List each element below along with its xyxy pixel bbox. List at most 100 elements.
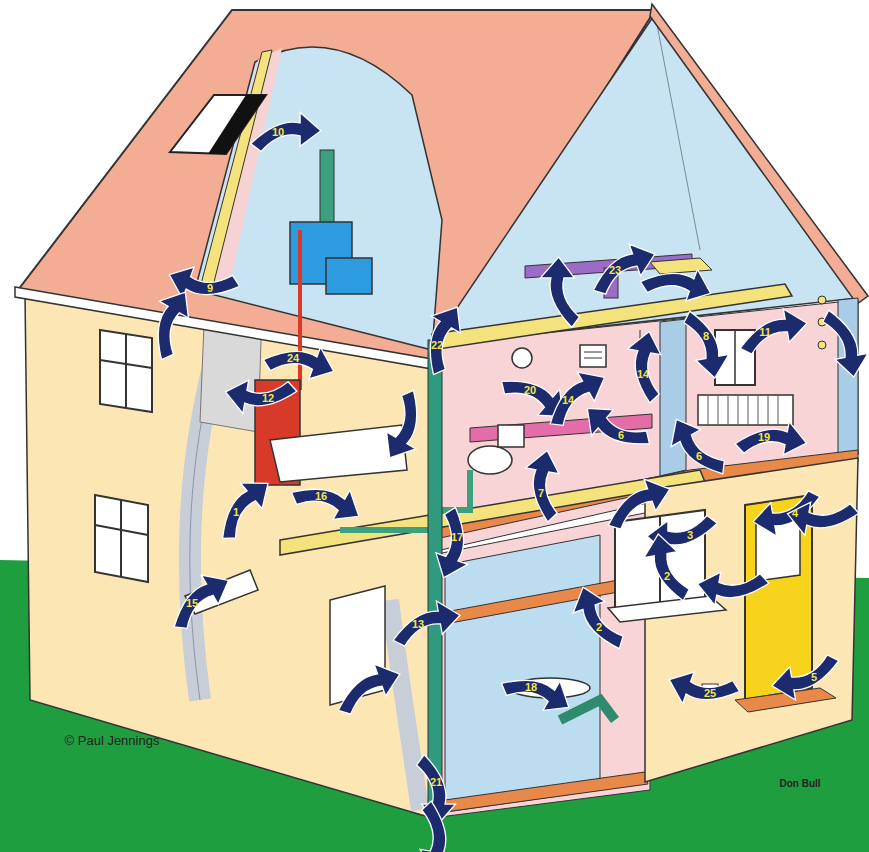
- callout-number: 11: [759, 326, 771, 338]
- leak-arrow: [541, 257, 580, 327]
- callout-number: 10: [272, 126, 284, 138]
- callout-number: 20: [524, 384, 536, 396]
- callout-number: 23: [609, 264, 621, 276]
- callout-number: 6: [618, 429, 624, 441]
- leak-arrow: [566, 580, 627, 659]
- callout-number: 6: [696, 450, 702, 462]
- callout-number: 3: [687, 529, 693, 541]
- cistern: [498, 425, 524, 447]
- leak-arrow: [682, 306, 733, 382]
- toilet: [468, 446, 512, 474]
- roof-edge: [650, 4, 868, 304]
- leak-arrow: [261, 330, 340, 391]
- leak-arrow: [203, 469, 282, 544]
- window-bar: [734, 330, 736, 385]
- credit-text: Don Bull: [779, 778, 820, 789]
- rafter-underside: [200, 48, 282, 292]
- partition: [660, 319, 686, 476]
- lamp: [818, 341, 826, 349]
- shelf: [445, 576, 640, 624]
- water-tank: [326, 258, 372, 294]
- front-wall: [25, 295, 432, 818]
- leak-arrow: [694, 563, 770, 614]
- leak-arrow: [424, 505, 485, 584]
- soil-stack: [428, 340, 442, 810]
- window-sill: [608, 596, 726, 622]
- rafter: [200, 50, 272, 290]
- callout-number: 15: [186, 597, 198, 609]
- callout-number: 25: [704, 687, 716, 699]
- leak-arrow: [576, 392, 655, 467]
- pipe: [298, 230, 302, 390]
- callout-number: 12: [262, 392, 274, 404]
- leak-arrow: [768, 653, 844, 704]
- leak-arrow: [661, 409, 730, 489]
- callout-number: 5: [811, 671, 817, 683]
- callout-number: 13: [412, 618, 424, 630]
- leak-arrow: [784, 493, 860, 544]
- leak-arrow: [619, 328, 670, 404]
- side-wall: [645, 458, 858, 782]
- callout-number: 21: [430, 776, 442, 788]
- window-bar: [120, 500, 122, 577]
- callout-number: 16: [315, 490, 327, 502]
- leak-arrow: [598, 472, 677, 533]
- credit-text: © Paul Jennings: [65, 733, 160, 748]
- callout-number: 14: [637, 368, 649, 380]
- leak-arrow: [328, 657, 407, 718]
- callout-number: 1: [233, 506, 239, 518]
- callout-number: 22: [431, 339, 443, 351]
- leak-arrow: [372, 387, 441, 467]
- ground-floor: [445, 772, 648, 812]
- leak-arrow: [134, 283, 203, 363]
- callout-number: 8: [703, 330, 709, 342]
- callout-number: 18: [525, 681, 537, 693]
- drain-pipe: [560, 700, 615, 720]
- leak-arrow: [734, 413, 810, 464]
- callout-number: 9: [207, 282, 213, 294]
- roof-cutaway: [195, 47, 442, 350]
- leak-arrow: [159, 565, 239, 634]
- loft-hatch: [650, 258, 712, 274]
- window: [100, 330, 152, 412]
- radiator-fins: [708, 395, 778, 425]
- radiator: [698, 395, 793, 425]
- leak-arrow: [388, 597, 464, 648]
- callout-number: 2: [664, 570, 670, 582]
- callout-number: 2: [596, 621, 602, 633]
- leak-arrow: [663, 660, 742, 721]
- leak-arrow: [735, 305, 811, 356]
- leak-arrow: [498, 656, 578, 725]
- callout-number: 4: [792, 507, 798, 519]
- callout-number: 7: [538, 487, 544, 499]
- lower-wall: [445, 535, 600, 812]
- window: [615, 510, 705, 608]
- fan-grille: [584, 358, 602, 359]
- leak-arrow: [821, 305, 869, 381]
- callout-number: 14: [562, 394, 574, 406]
- leak-arrow: [411, 800, 462, 852]
- fan-grille: [584, 352, 602, 353]
- leak-arrow: [288, 465, 368, 534]
- leak-arrow: [406, 298, 475, 378]
- window-bar: [125, 334, 127, 408]
- gable-loft: [432, 14, 858, 345]
- leak-arrow: [251, 113, 321, 152]
- ceiling-light: [512, 348, 532, 368]
- callout-number: 24: [287, 352, 299, 364]
- callout-number: 19: [758, 431, 770, 443]
- extractor-fan: [580, 345, 606, 367]
- window-bar: [100, 360, 152, 368]
- leak-arrow: [222, 371, 298, 422]
- leak-arrow: [638, 252, 717, 313]
- window-bar: [95, 525, 148, 535]
- lamp: [818, 296, 826, 304]
- leak-arrow: [640, 530, 691, 606]
- leak-arrow: [517, 447, 568, 523]
- callout-number: 17: [451, 531, 463, 543]
- window: [95, 495, 148, 582]
